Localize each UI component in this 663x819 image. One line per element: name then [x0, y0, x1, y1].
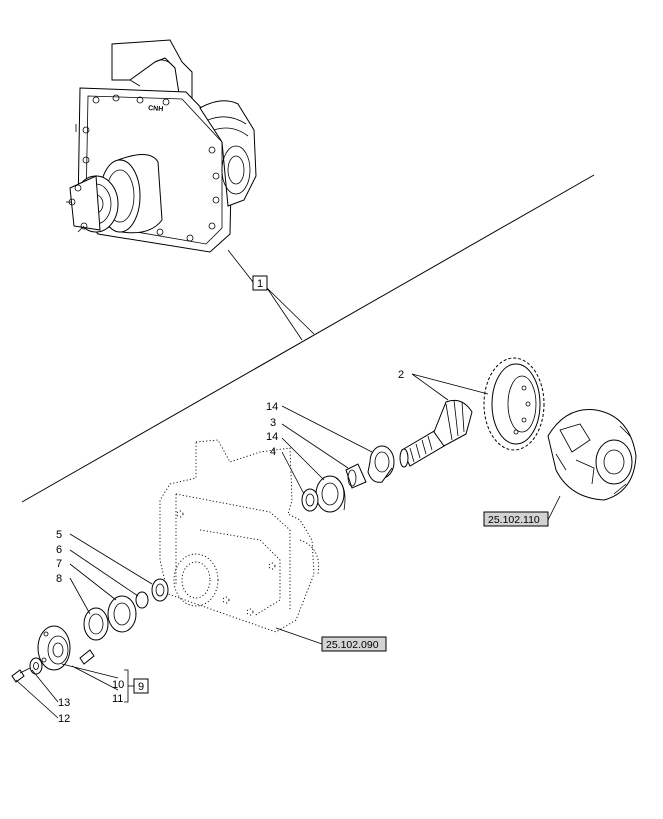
pinion-shaft [399, 399, 473, 468]
washer-13 [29, 657, 43, 675]
callout-9[interactable]: 9 [133, 678, 149, 694]
callout-1[interactable]: 1 [252, 275, 268, 291]
section-divider-line [21, 174, 595, 503]
callout-9-label: 9 [138, 681, 144, 693]
manufacturer-logo: CNH [148, 105, 164, 113]
seal-8 [83, 607, 109, 641]
callout-7[interactable]: 7 [56, 558, 62, 570]
callout-10[interactable]: 10 [112, 679, 124, 691]
differential-carrier [547, 409, 637, 501]
snap-ring-4 [301, 488, 319, 512]
axle-assembly-illustration: CNH [66, 39, 257, 253]
washer-5 [151, 578, 169, 602]
ring-gear [483, 357, 545, 451]
bolt-10 [79, 649, 95, 665]
reference-25-102-090-label: 25.102.090 [326, 639, 379, 651]
screw-12 [11, 667, 31, 683]
callout-5[interactable]: 5 [56, 529, 62, 541]
callout-14-upper[interactable]: 14 [266, 401, 278, 413]
reference-25-102-110-label: 25.102.110 [488, 514, 540, 526]
callout-2[interactable]: 2 [398, 369, 404, 381]
callout-12[interactable]: 12 [58, 713, 70, 725]
bearing-7 [107, 595, 137, 633]
callout-13[interactable]: 13 [58, 697, 70, 709]
callout-1-label: 1 [257, 278, 263, 290]
housing-dotted-outline [159, 439, 320, 633]
bearing-upper [367, 445, 395, 483]
spacer-3 [345, 463, 367, 489]
bearing-lower [315, 475, 346, 513]
callout-6[interactable]: 6 [56, 544, 62, 556]
callout-14-lower[interactable]: 14 [266, 431, 278, 443]
leader-line-1 [227, 249, 315, 341]
reference-25-102-090[interactable]: 25.102.090 [321, 636, 387, 652]
callout-8[interactable]: 8 [56, 573, 62, 585]
callout-11[interactable]: 11 [112, 693, 123, 705]
output-flange [37, 625, 71, 671]
leader-lines [15, 373, 561, 719]
ring-6 [135, 591, 149, 609]
reference-25-102-110[interactable]: 25.102.110 [483, 511, 549, 527]
callout-3[interactable]: 3 [270, 417, 276, 429]
callout-4[interactable]: 4 [270, 446, 276, 458]
